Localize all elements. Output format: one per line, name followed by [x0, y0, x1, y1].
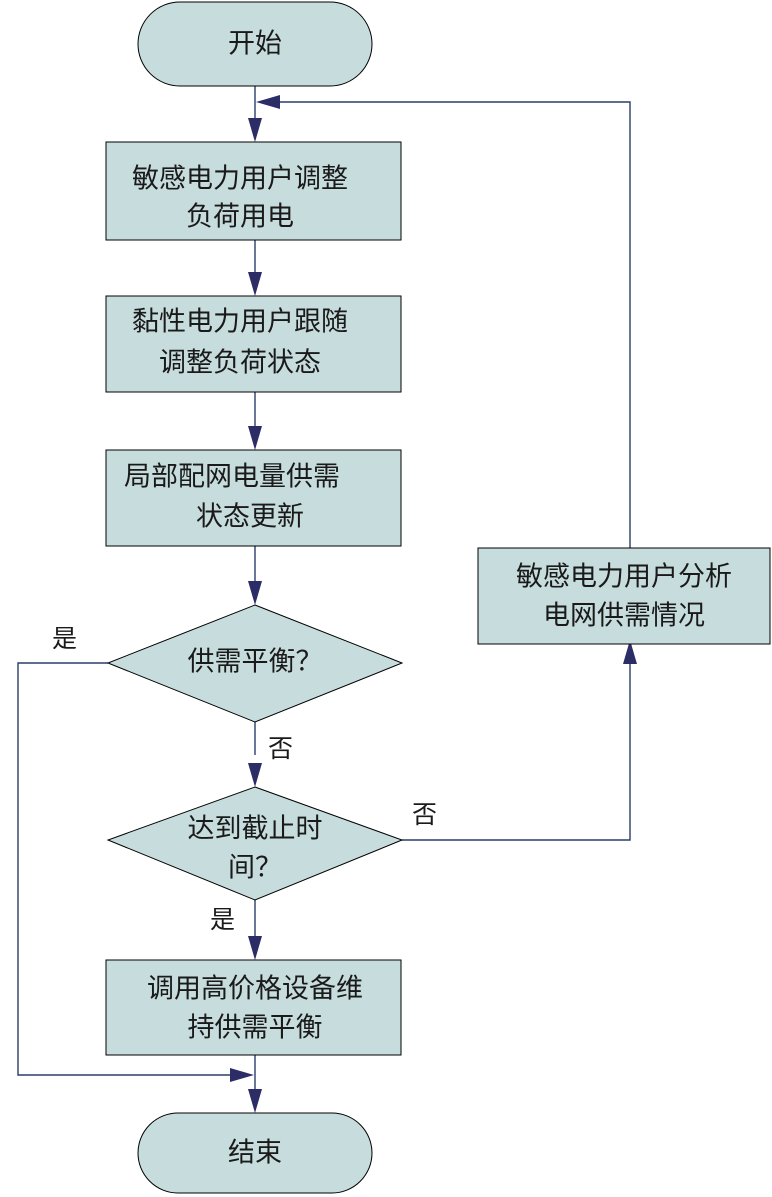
- arrowhead-bypass-merge: [230, 1068, 254, 1082]
- arrowhead-into-local-update: [248, 426, 262, 450]
- local-update-line-1: 局部配网电量供需: [124, 462, 340, 493]
- arrowhead-into-high-price: [248, 936, 262, 960]
- sensitive-adjust-line-2: 负荷用电: [186, 202, 294, 233]
- terminal-start-shape: [137, 1, 373, 87]
- deadline-check-line-2: 间？: [228, 853, 282, 884]
- node-deadline-check: 达到截止时 间？: [106, 786, 404, 901]
- decision-balance-shape: [106, 604, 404, 723]
- edge-labels: 是 否 否 是: [52, 624, 437, 934]
- start-label: 开始: [228, 29, 282, 60]
- edge-balance-yes-bypass: [17, 662, 244, 1076]
- balance-check-label: 供需平衡？: [188, 647, 323, 678]
- node-sensitive-analyze: 敏感电力用户分析 电网供需情况: [477, 547, 771, 645]
- process-sticky-follow-shape: [105, 295, 402, 393]
- sensitive-analyze-line-2: 电网供需情况: [543, 601, 705, 632]
- node-start: 开始: [137, 1, 373, 87]
- sticky-follow-line-2: 调整负荷状态: [159, 348, 321, 379]
- arrowhead-loop-merge: [256, 95, 280, 109]
- node-high-price: 调用高价格设备维 持供需平衡: [105, 959, 402, 1056]
- terminal-end-shape: [137, 1112, 373, 1194]
- arrowhead-into-sensitive-adjust: [248, 118, 262, 142]
- edges: [17, 86, 631, 1105]
- process-high-price-shape: [105, 959, 402, 1056]
- sensitive-adjust-line-1: 敏感电力用户调整: [132, 164, 348, 195]
- edge-analyze-loop-back: [266, 101, 631, 548]
- edge-label-balance-no: 否: [268, 734, 293, 763]
- sticky-follow-line-1: 黏性电力用户跟随: [132, 307, 348, 338]
- edge-deadline-no-to-analyze: [402, 656, 631, 841]
- end-label: 结束: [228, 1138, 282, 1169]
- decision-deadline-shape: [106, 786, 404, 901]
- deadline-check-line-1: 达到截止时: [188, 814, 323, 845]
- arrowheads: [230, 95, 637, 1113]
- arrowhead-into-analyze: [623, 640, 637, 664]
- arrowhead-into-balance-check: [248, 581, 262, 605]
- edge-label-deadline-no: 否: [412, 800, 437, 829]
- node-balance-check: 供需平衡？: [106, 604, 404, 723]
- edge-label-deadline-yes: 是: [210, 905, 235, 934]
- process-sensitive-adjust-shape: [105, 141, 402, 241]
- local-update-line-2: 状态更新: [196, 502, 304, 533]
- edge-label-balance-yes: 是: [52, 624, 77, 653]
- node-sticky-follow: 黏性电力用户跟随 调整负荷状态: [105, 295, 402, 393]
- high-price-line-1: 调用高价格设备维: [147, 974, 363, 1005]
- node-local-update: 局部配网电量供需 状态更新: [105, 449, 402, 547]
- high-price-line-2: 持供需平衡: [188, 1013, 323, 1044]
- arrowhead-into-end: [248, 1089, 262, 1113]
- arrowhead-into-sticky-follow: [248, 272, 262, 296]
- node-end: 结束: [137, 1112, 373, 1194]
- node-sensitive-adjust: 敏感电力用户调整 负荷用电: [105, 141, 402, 241]
- process-local-update-shape: [105, 449, 402, 547]
- arrowhead-into-deadline-check: [248, 763, 262, 787]
- sensitive-analyze-line-1: 敏感电力用户分析: [516, 562, 732, 593]
- process-sensitive-analyze-shape: [477, 547, 771, 645]
